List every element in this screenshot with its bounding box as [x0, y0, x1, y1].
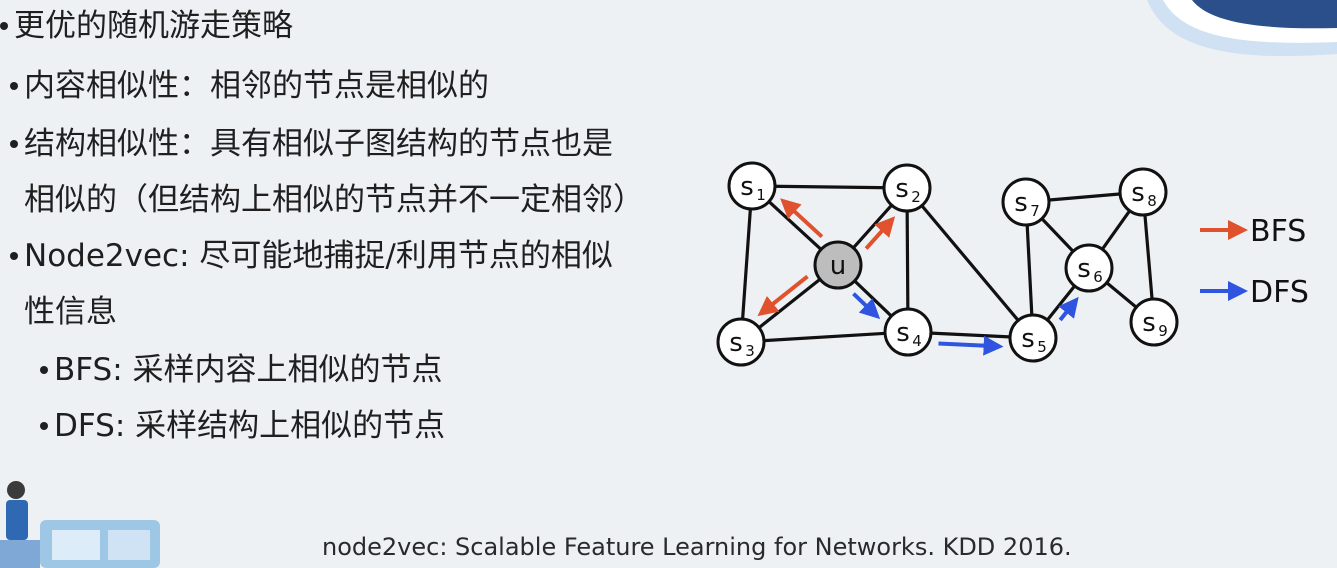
bullet-dot: [0, 21, 8, 30]
citation: node2vec: Scalable Feature Learning for …: [322, 533, 1072, 561]
node-subscript: 6: [1093, 268, 1103, 286]
dfs-arrow-s4-s5: [938, 335, 1004, 356]
bullet-content-similarity: 内容相似性：相邻的节点是相似的: [10, 66, 489, 106]
node-circle: [716, 317, 766, 367]
walk-arrows: [757, 198, 1079, 356]
edge-s3-s4: [740, 330, 909, 344]
node-circle: [1001, 177, 1051, 227]
sub-bullet-dfs: DFS: 采样结构上相似的节点: [40, 406, 445, 446]
legend: BFS DFS: [1200, 214, 1309, 310]
node-label: s: [729, 328, 743, 358]
node-subscript: 5: [1037, 338, 1047, 356]
bullet-dot: [10, 251, 18, 260]
legend-label-dfs: DFS: [1250, 275, 1309, 310]
speaker-badge-decoration: [1147, 0, 1337, 57]
node-circle: [1064, 243, 1114, 293]
node-subscript: 3: [745, 342, 755, 360]
sub-bullet-bfs: BFS: 采样内容上相似的节点: [40, 350, 443, 390]
node-circle: [1118, 167, 1168, 217]
presenter-illustration: [0, 481, 160, 568]
bfs-arrow-u-s1: [780, 198, 824, 239]
node-circle: [727, 161, 777, 211]
node-subscript: 7: [1030, 202, 1040, 220]
node-label: s: [895, 174, 909, 204]
node-label: u: [830, 251, 846, 281]
bullet-structure-similarity: 结构相似性：具有相似子图结构的节点也是: [10, 124, 613, 164]
node-label: s: [1077, 254, 1091, 284]
dfs-arrow-s5-s6: [1058, 296, 1079, 322]
node-label: s: [1142, 308, 1156, 338]
bullet-node2vec: Node2vec: 尽可能地捕捉/利用节点的相似: [10, 236, 613, 276]
bfs-arrow-u-s2: [864, 216, 896, 250]
node-subscript: 1: [756, 186, 766, 204]
bullet-dot: [10, 81, 18, 90]
bullet-node2vec-cont: 性信息: [24, 294, 117, 330]
node-label: s: [740, 172, 754, 202]
node-subscript: 8: [1147, 192, 1157, 210]
node-circle: [882, 163, 932, 213]
edge-s1-s3: [739, 185, 754, 343]
slide-title: 更优的随机游走策略: [0, 6, 293, 46]
node-subscript: 4: [912, 332, 922, 350]
node-circle: [813, 240, 863, 290]
bullet-dot: [40, 365, 48, 374]
node-subscript: 2: [911, 188, 921, 206]
node-label: s: [896, 318, 910, 348]
node-label: s: [1014, 188, 1028, 218]
bullet-dot: [40, 421, 48, 430]
edge-s1-s2: [751, 184, 908, 190]
dfs-arrow-u-s4: [852, 292, 881, 320]
legend-label-bfs: BFS: [1250, 214, 1306, 249]
node-circle: [1008, 313, 1058, 363]
node-u: u: [813, 240, 863, 290]
bullet-structure-similarity-cont: 相似的（但结构上相似的节点并不一定相邻）: [24, 182, 644, 218]
node-circle: [1129, 297, 1179, 347]
node-label: s: [1131, 178, 1145, 208]
bullet-dot: [10, 139, 18, 148]
node-circle: [883, 307, 933, 357]
node-label: s: [1021, 324, 1035, 354]
bfs-arrow-u-s3: [757, 274, 809, 317]
node-subscript: 9: [1158, 322, 1168, 340]
edge-s2-s5: [905, 186, 1035, 340]
